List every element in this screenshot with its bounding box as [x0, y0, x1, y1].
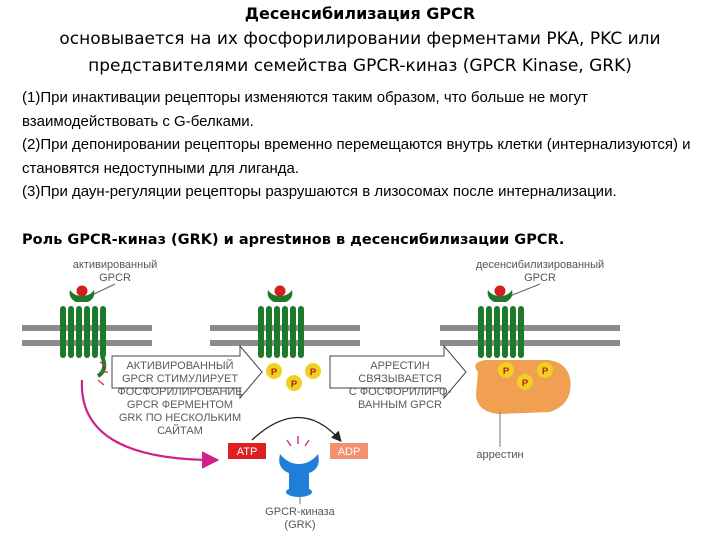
atp-box	[228, 443, 266, 459]
ligand-icon	[76, 285, 88, 297]
point-3: (3)При даун-регуляции рецепторы разрушаю…	[22, 183, 617, 200]
activation-marks	[97, 361, 108, 386]
page-subtitle: основывается на их фосфорилировании ферм…	[59, 29, 661, 76]
svg-text:P: P	[522, 378, 529, 389]
svg-text:P: P	[503, 366, 510, 377]
phosphorylation-arc-arrow	[251, 417, 342, 442]
activated-gpcr-label-1: активированный	[73, 259, 158, 271]
svg-text:P: P	[271, 367, 278, 378]
membrane	[22, 325, 620, 346]
phosphate-group-1: P P P	[266, 363, 321, 391]
step2-arrow	[329, 344, 467, 400]
adp-label: ADP	[338, 446, 361, 458]
gpcr-receptor-activated	[60, 285, 107, 378]
grk-kinase-icon	[279, 454, 319, 497]
svg-text:GRK ПО НЕСКОЛЬКИМ: GRK ПО НЕСКОЛЬКИМ	[119, 412, 241, 424]
body-text: (1)При инактивации рецепторы изменяются …	[22, 86, 702, 204]
phosphate-group-2: P P P	[498, 362, 553, 390]
svg-text:GPCR ФЕРМЕНТОМ: GPCR ФЕРМЕНТОМ	[127, 399, 233, 411]
svg-text:ФОСФОРИЛИРОВАНИЕ: ФОСФОРИЛИРОВАНИЕ	[117, 386, 242, 398]
svg-text:GPCR СТИМУЛИРУЕТ: GPCR СТИМУЛИРУЕТ	[122, 373, 238, 385]
activated-gpcr-label-2: GPCR	[99, 272, 131, 284]
svg-text:P: P	[542, 366, 549, 377]
desensitized-gpcr-label-2: GPCR	[524, 272, 556, 284]
desensitized-gpcr-label-1: десенсибилизированный	[476, 259, 604, 271]
svg-text:АРРЕСТИН: АРРЕСТИН	[370, 360, 430, 372]
step2-text: АРРЕСТИН СВЯЗЫВАЕТСЯ С ФОСФОРИЛИРО- ВАНН…	[349, 360, 452, 411]
step1-text: АКТИВИРОВАННЫЙ GPCR СТИМУЛИРУЕТ ФОСФОРИЛ…	[117, 359, 242, 437]
atp-label: ATP	[237, 446, 258, 458]
step1-arrow	[111, 344, 263, 400]
adp-box	[330, 443, 368, 459]
kinase-activity-marks	[286, 436, 310, 447]
svg-text:С ФОСФОРИЛИРО-: С ФОСФОРИЛИРО-	[349, 386, 452, 398]
kinase-label-1: GPCR-киназа	[265, 506, 336, 518]
desensitization-diagram: активированный GPCR десенсибилизированны…	[22, 259, 620, 531]
svg-text:P: P	[310, 367, 317, 378]
gpcr-receptor-phosphorylated	[258, 285, 304, 358]
svg-text:ВАННЫМ GPCR: ВАННЫМ GPCR	[358, 399, 442, 411]
point-2: (2)При депонировании рецепторы временно …	[22, 136, 691, 177]
svg-text:СВЯЗЫВАЕТСЯ: СВЯЗЫВАЕТСЯ	[358, 373, 442, 385]
gpcr-receptor-desensitized	[478, 285, 524, 358]
arrestin-label: аррестин	[476, 449, 523, 461]
svg-text:P: P	[291, 379, 298, 390]
svg-text:САЙТАМ: САЙТАМ	[157, 424, 203, 437]
point-1: (1)При инактивации рецепторы изменяются …	[22, 89, 588, 130]
kinase-label-2: (GRK)	[284, 519, 315, 531]
svg-text:АКТИВИРОВАННЫЙ: АКТИВИРОВАННЫЙ	[126, 359, 233, 372]
figure-caption: Роль GPCR-киназ (GRK) и арrestинов в дес…	[22, 232, 565, 248]
kinase-pathway-arrow	[80, 379, 220, 469]
page-title: Десенсибилизация GPCR	[244, 4, 476, 23]
